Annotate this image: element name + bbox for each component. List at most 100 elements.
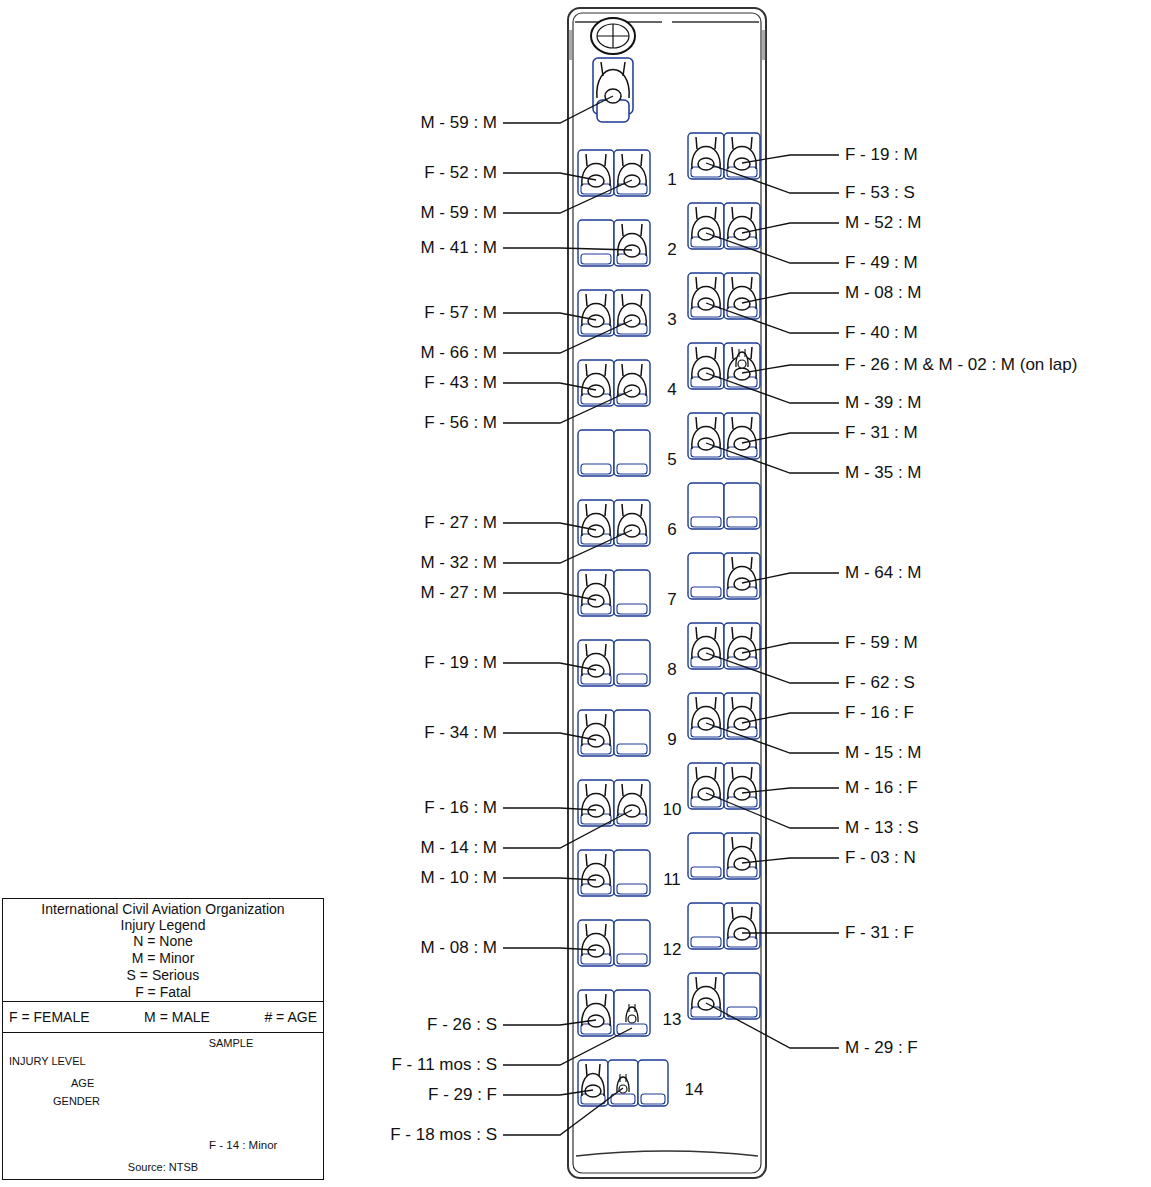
seat-part	[728, 917, 756, 940]
seat-part	[586, 1064, 600, 1076]
occupant	[582, 644, 610, 677]
seat-part	[586, 924, 606, 936]
legend-key: # = AGE	[264, 1009, 317, 1025]
occupant	[692, 977, 720, 1010]
legend-title: International Civil Aviation Organizatio…	[3, 901, 323, 933]
infant	[617, 1074, 629, 1093]
leader-line	[503, 808, 596, 810]
seat	[724, 693, 760, 739]
legend-key: F = FEMALE	[9, 1009, 90, 1025]
seat-part	[734, 368, 750, 380]
seat-part	[578, 920, 614, 966]
seat-part	[624, 175, 640, 187]
seat-label: M - 13 : S	[845, 818, 919, 838]
seat-part	[688, 273, 724, 319]
seat	[688, 623, 724, 669]
seat-label: F - 57 : M	[424, 303, 497, 323]
seat-part	[626, 1007, 638, 1022]
seat-label: F - 62 : S	[845, 673, 915, 693]
seat	[614, 220, 650, 266]
seat-part	[736, 352, 748, 367]
seat-part	[619, 1085, 627, 1093]
seat	[578, 150, 614, 196]
seat-part	[622, 364, 642, 376]
seat-part	[582, 1004, 610, 1027]
leader-line	[706, 373, 839, 403]
seat-part	[728, 427, 756, 450]
seat-part	[692, 147, 720, 170]
seat-part	[728, 777, 756, 800]
seat-part	[728, 147, 756, 170]
leader-line	[706, 233, 839, 263]
occupant	[618, 154, 646, 187]
seat	[614, 990, 650, 1036]
seat-part	[698, 788, 714, 800]
seat-part	[688, 693, 724, 739]
leader-line	[503, 810, 632, 848]
seat-label: F - 31 : F	[845, 923, 914, 943]
seat	[688, 833, 724, 879]
seat-part	[698, 298, 714, 310]
seat-part	[696, 277, 716, 289]
leader-line	[503, 530, 632, 563]
seat-label: M - 59 : M	[420, 113, 497, 133]
seat-part	[628, 1015, 636, 1023]
occupant	[692, 137, 720, 170]
seat	[578, 920, 614, 966]
seat-part	[724, 273, 760, 319]
seat-part	[578, 430, 614, 476]
occupant	[582, 994, 610, 1027]
bus-inner-outline	[573, 13, 761, 1173]
seat-part	[617, 744, 647, 754]
seat	[688, 763, 724, 809]
occupant	[728, 347, 756, 380]
seat-part	[588, 175, 604, 187]
leader-line	[503, 733, 596, 740]
seat	[724, 623, 760, 669]
occupant	[582, 924, 610, 957]
seat-label: F - 49 : M	[845, 253, 918, 273]
seat-label: F - 16 : F	[845, 703, 914, 723]
occupant	[618, 364, 646, 397]
row-number: 10	[663, 800, 682, 820]
seat	[688, 203, 724, 249]
seat-label: F - 56 : M	[424, 413, 497, 433]
seat	[578, 850, 614, 896]
seat-part	[582, 724, 610, 747]
seat-part	[734, 438, 750, 450]
seat-part	[581, 254, 611, 264]
seat-part	[622, 504, 642, 516]
occupant	[582, 854, 610, 887]
seat	[614, 570, 650, 616]
sample-title: SAMPLE	[209, 1037, 254, 1050]
seat	[578, 290, 614, 336]
seat	[688, 483, 724, 529]
occupant	[728, 837, 756, 870]
row-number: 9	[667, 730, 676, 750]
occupant	[728, 767, 756, 800]
seat-label: M - 41 : M	[420, 238, 497, 258]
leader-line	[742, 643, 839, 653]
seat-label: F - 26 : M & M - 02 : M (on lap)	[845, 355, 1077, 375]
seat	[614, 920, 650, 966]
seat-part	[724, 203, 760, 249]
occupant	[582, 154, 610, 187]
seat	[688, 903, 724, 949]
occupant	[728, 907, 756, 940]
seat	[578, 640, 614, 686]
seat-label: F - 26 : S	[427, 1015, 497, 1035]
occupant	[728, 697, 756, 730]
seat	[724, 203, 760, 249]
seat	[724, 553, 760, 599]
seat-part	[586, 714, 606, 726]
seat-part	[614, 430, 650, 476]
row-number: 8	[667, 660, 676, 680]
seat-part	[624, 245, 640, 257]
seat-part	[617, 954, 647, 964]
occupant	[582, 294, 610, 327]
leader-line	[706, 443, 839, 473]
seat-part	[688, 413, 724, 459]
leader-line	[503, 878, 596, 880]
occupant	[618, 504, 646, 537]
seat-part	[622, 294, 642, 306]
